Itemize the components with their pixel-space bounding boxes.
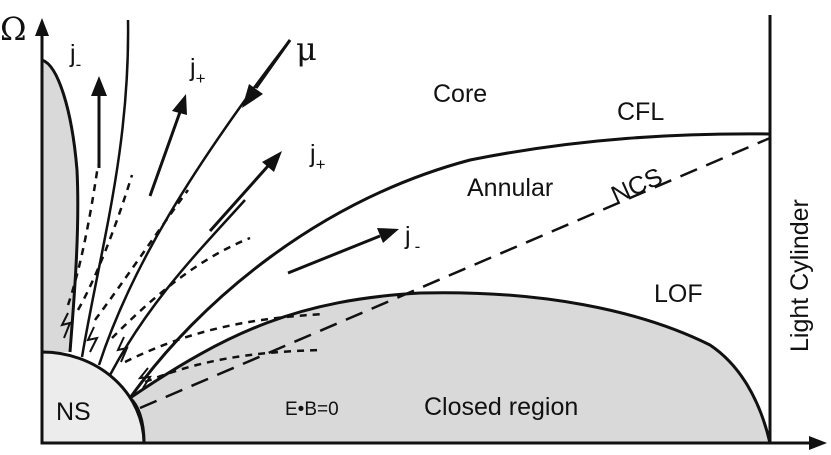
critical-field-line — [128, 132, 771, 399]
current-arrow-jplus-upper — [148, 94, 187, 197]
magnetic-moment-arrow — [242, 39, 292, 108]
lof-label: LOF — [654, 280, 703, 308]
open-field-line — [97, 39, 291, 366]
dashed-field-line — [93, 189, 190, 321]
current-arrow-jminus-right — [287, 228, 399, 275]
x-axis-arrowhead — [809, 436, 827, 450]
ncs-label: NCS — [607, 162, 667, 209]
core-label: Core — [433, 80, 487, 108]
current-label-jminus-right: j- — [404, 222, 420, 256]
dashed-field-line — [111, 236, 251, 339]
light-cylinder-label: Light Cylinder — [786, 199, 814, 352]
edotb-label: E•B=0 — [285, 399, 339, 420]
null-charge-surface — [139, 136, 771, 410]
polar-cap-boundary — [41, 58, 80, 353]
current-arrow-jplus-lower — [208, 151, 282, 232]
neutron-star — [40, 350, 146, 445]
mu-label: μ — [296, 30, 317, 68]
spark-mark — [137, 367, 152, 389]
annular-label: Annular — [467, 174, 553, 202]
current-arrow-jminus-left — [91, 76, 107, 168]
current-label-jplus-lower: j+ — [309, 140, 326, 174]
y-axis-arrowhead — [35, 18, 49, 36]
cfl-label: CFL — [617, 98, 664, 126]
open-field-line — [80, 19, 130, 358]
spark-mark — [116, 336, 129, 363]
spark-mark — [86, 326, 99, 353]
current-label-jminus-left: j- — [69, 40, 81, 74]
axis-y-label: Ω — [0, 10, 27, 48]
current-label-jplus-upper: j+ — [189, 54, 206, 88]
closed-region-label: Closed region — [424, 393, 578, 421]
spark-mark — [60, 312, 72, 339]
ns-label: NS — [56, 398, 91, 426]
polar-cap-region — [42, 60, 78, 352]
